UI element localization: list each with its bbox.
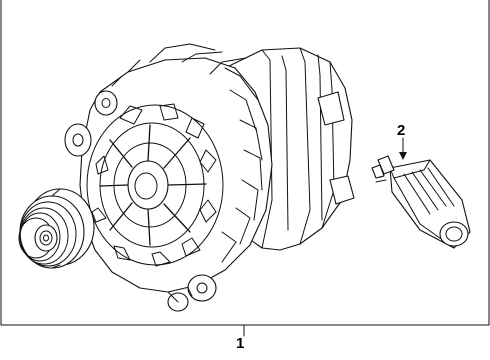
alternator-drawing <box>64 43 355 312</box>
assembly-bracket <box>0 0 490 337</box>
callout-2: 2 <box>397 122 406 139</box>
regulator-drawing <box>371 137 471 249</box>
pulley-drawing <box>18 188 95 269</box>
callout-1: 1 <box>236 335 245 352</box>
